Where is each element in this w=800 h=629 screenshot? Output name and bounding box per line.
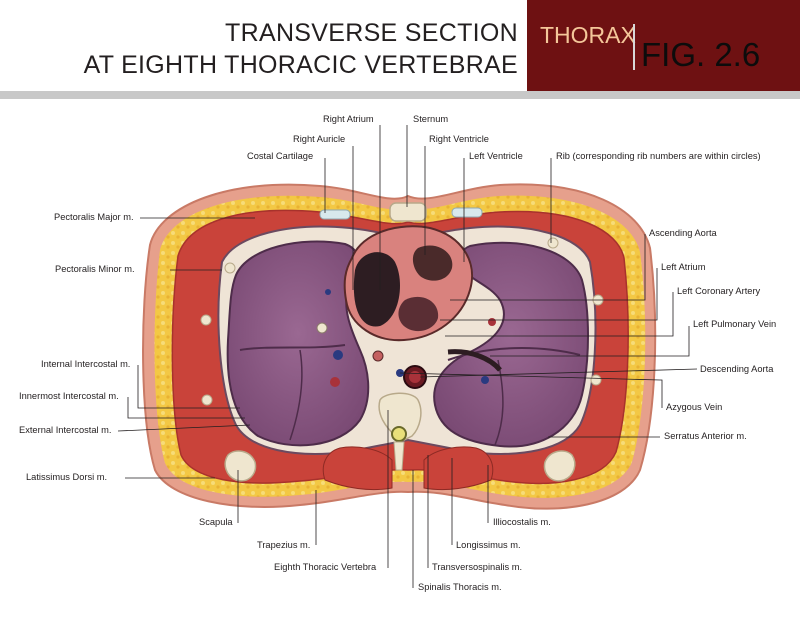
label-right-auricle: Right Auricle xyxy=(293,134,346,144)
label-latissimus-dorsi: Latissimus Dorsi m. xyxy=(26,472,108,482)
label-left-coronary-artery: Left Coronary Artery xyxy=(677,286,761,296)
label-scapula: Scapula xyxy=(199,517,233,527)
leader-left-atrium xyxy=(440,268,658,321)
erector-spinae-left xyxy=(322,446,393,491)
leader-ascending-aorta xyxy=(450,234,646,301)
label-rib: Rib (corresponding rib numbers are withi… xyxy=(556,151,761,161)
rib-left-3 xyxy=(590,374,602,386)
pulmonary-vessel-6 xyxy=(325,289,331,295)
label-left-pulmonary-vein: Left Pulmonary Vein xyxy=(693,319,777,329)
label-internal-intercostal: Internal Intercostal m. xyxy=(41,359,131,369)
left-ventricle-chamber xyxy=(412,245,453,281)
right-atrium-chamber xyxy=(353,252,400,327)
scapula-left xyxy=(543,450,576,482)
label-spinalis-thoracis: Spinalis Thoracis m. xyxy=(418,582,502,592)
figure-number: FIG. 2.6 xyxy=(641,36,761,73)
right-lung-fissure xyxy=(239,344,346,351)
label-transversospinalis: Transversospinalis m. xyxy=(432,562,523,572)
spinous-process xyxy=(393,441,405,471)
erector-spinae-right xyxy=(423,446,494,491)
label-right-atrium: Right Atrium xyxy=(323,114,374,124)
esophagus xyxy=(372,350,384,362)
label-left-atrium: Left Atrium xyxy=(661,262,706,272)
pulmonary-vessel-5 xyxy=(316,322,328,334)
label-trapezius: Trapezius m. xyxy=(257,540,311,550)
leader-azygous-vein xyxy=(399,372,663,408)
descending-aorta-lumen xyxy=(409,371,421,383)
left-lung xyxy=(433,241,589,448)
title-line-2: AT EIGHTH THORACIC VERTEBRAE xyxy=(83,51,518,79)
label-azygous-vein: Azygous Vein xyxy=(666,402,723,412)
label-descending-aorta: Descending Aorta xyxy=(700,364,774,374)
label-longissimus: Longissimus m. xyxy=(456,540,521,550)
label-sternum: Sternum xyxy=(413,114,449,124)
label-eighth-thoracic-vertebra: Eighth Thoracic Vertebra xyxy=(274,562,377,572)
pulmonary-vessel-2 xyxy=(330,377,340,387)
left-lung-fissure-2 xyxy=(494,359,504,446)
label-pectoralis-major: Pectoralis Major m. xyxy=(54,212,134,222)
badge-separator xyxy=(633,24,635,70)
costal-cartilage-left xyxy=(319,209,351,220)
label-serratus-anterior: Serratus Anterior m. xyxy=(664,431,747,441)
rib-right-2 xyxy=(200,314,212,326)
eighth-thoracic-vertebra xyxy=(378,392,422,441)
section-name: THORAX xyxy=(540,22,636,48)
pulmonary-vessel-4 xyxy=(488,318,496,326)
label-right-ventricle: Right Ventricle xyxy=(429,134,489,144)
label-illiocostalis: Illiocostalis m. xyxy=(493,517,551,527)
pulmonary-vessel-1 xyxy=(333,350,343,360)
section-badge: THORAX FIG. 2.6 xyxy=(527,0,800,91)
header-rule xyxy=(0,91,800,99)
right-lung-fissure-2 xyxy=(289,349,303,441)
label-external-intercostal: External Intercostal m. xyxy=(19,425,112,435)
leader-left-coronary-artery xyxy=(445,292,674,337)
pulmonary-vessel-3 xyxy=(481,376,489,384)
sternum-bone xyxy=(389,202,427,222)
leader-internal-intercostal xyxy=(137,365,240,409)
leader-lines xyxy=(117,125,698,588)
label-costal-cartilage: Costal Cartilage xyxy=(247,151,314,161)
left-pulmonary-vein xyxy=(447,349,502,372)
label-innermost-intercostal: Innermost Intercostal m. xyxy=(19,391,119,401)
leader-innermost-intercostal xyxy=(127,397,245,419)
title-line-1: TRANSVERSE SECTION xyxy=(225,19,518,47)
leader-descending-aorta xyxy=(419,368,698,378)
rib-right-1 xyxy=(224,262,236,274)
right-lung xyxy=(226,240,370,447)
vertebral-canal xyxy=(391,426,407,442)
label-left-ventricle: Left Ventricle xyxy=(469,151,523,161)
rib-left-1 xyxy=(547,237,559,249)
left-lung-fissure xyxy=(447,347,581,361)
scapula-right xyxy=(224,450,257,482)
label-pectoralis-minor: Pectoralis Minor m. xyxy=(55,264,135,274)
leader-external-intercostal xyxy=(117,424,251,432)
label-ascending-aorta: Ascending Aorta xyxy=(649,228,717,238)
rib-right-3 xyxy=(201,394,213,406)
costal-cartilage-right xyxy=(451,207,483,218)
leader-left-pulmonary-vein xyxy=(490,326,690,357)
left-atrium-region xyxy=(398,296,439,332)
